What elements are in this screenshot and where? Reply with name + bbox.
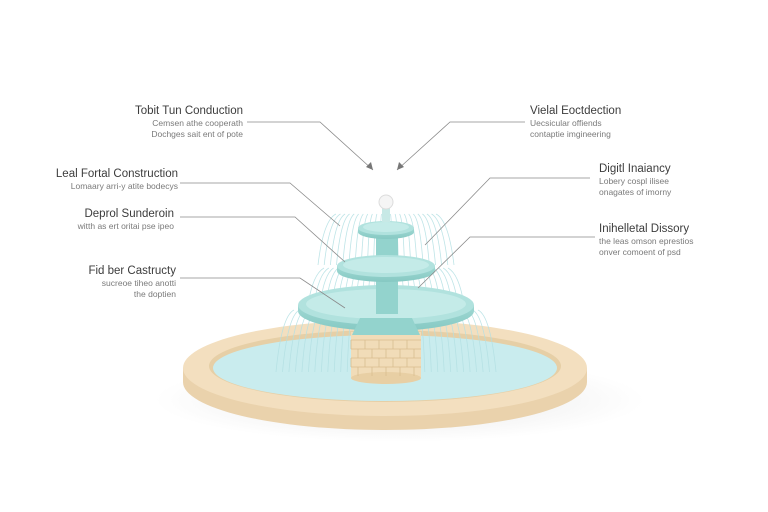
callout-desc: onagates of imorny — [599, 187, 672, 197]
callout-desc: Dochges sait ent of pote — [151, 129, 243, 139]
callout-title: Leal Fortal Construction — [55, 168, 178, 180]
spray-stream — [348, 213, 360, 266]
callout-digitl: Digitl Inaiancy Lobery cospl ilisee onag… — [599, 162, 671, 198]
leader-arrows — [366, 162, 404, 170]
callout-fid: Fid ber Castructy sucreoe tiheo anotti t… — [88, 264, 176, 300]
callout-desc: onver comoent of psd — [599, 247, 681, 257]
callout-vielal: Vielal Eoctdection Uecsicular offiends c… — [530, 104, 621, 140]
callout-title: Tobit Tun Conduction — [134, 105, 243, 117]
callout-title: Inihelletal Dissory — [599, 223, 690, 235]
callout-title: Deprol Sunderoin — [84, 208, 174, 220]
leader-line-leal — [180, 182, 341, 227]
callout-desc: the doptien — [133, 289, 176, 299]
leader-line-vielal — [396, 121, 525, 171]
arrow-vielal — [397, 162, 404, 170]
spray-stream — [317, 213, 337, 266]
pedestal-base — [351, 372, 421, 384]
spray-stream — [323, 213, 341, 266]
spray-stream — [422, 213, 436, 266]
callout-desc: the leas omson eprestios — [599, 236, 694, 246]
spray-stream — [275, 309, 295, 373]
callout-title: Vielal Eoctdection — [530, 105, 622, 117]
leader-line-tobit — [247, 121, 374, 171]
spray-stream — [477, 309, 497, 373]
leader-line-fid — [180, 277, 346, 309]
callout-desc: Lomaary arri-y atite bodecys — [70, 181, 178, 191]
callout-deprol: Deprol Sunderoin witth as ert oritai pse… — [78, 207, 174, 232]
spray-stream — [342, 213, 355, 266]
spray-stream — [431, 213, 449, 266]
spray-stream — [412, 213, 424, 266]
callout-desc: Cemsen athe cooperath — [152, 118, 243, 128]
leader-line-digitl — [424, 177, 590, 246]
spray-stream — [336, 213, 350, 266]
spray-stream — [330, 213, 346, 266]
callout-inihelletal: Inihelletal Dissory the leas omson epres… — [599, 222, 694, 258]
callout-desc: sucreoe tiheo anotti — [101, 278, 176, 288]
callout-desc: contaptie imgineering — [530, 129, 611, 139]
leader-line-deprol — [180, 216, 346, 263]
callout-desc: witth as ert oritai pse ipeo — [77, 221, 174, 231]
arrow-tobit — [366, 162, 373, 170]
leader-lines — [180, 121, 595, 309]
finial-ornament — [378, 194, 394, 222]
leader-line-inihelletal — [417, 236, 595, 289]
pedestal-bricks — [350, 339, 421, 376]
tier-middle — [337, 255, 435, 282]
callout-title: Fid ber Castructy — [88, 265, 176, 277]
spray-stream — [282, 309, 300, 373]
tier-top — [358, 221, 414, 239]
pedestal — [350, 332, 421, 384]
spray-stream — [417, 213, 430, 266]
spray-stream — [426, 213, 442, 266]
callout-desc: Lobery cospl ilisee — [599, 176, 669, 186]
callout-tobit: Tobit Tun Conduction Cemsen athe coopera… — [135, 104, 243, 140]
callout-title: Digitl Inaiancy — [599, 163, 671, 175]
callout-leal: Leal Fortal Construction Lomaary arri-y … — [56, 167, 178, 192]
spray-stream — [472, 309, 490, 373]
spray-stream — [435, 213, 455, 266]
callout-desc: Uecsicular offiends — [530, 118, 602, 128]
